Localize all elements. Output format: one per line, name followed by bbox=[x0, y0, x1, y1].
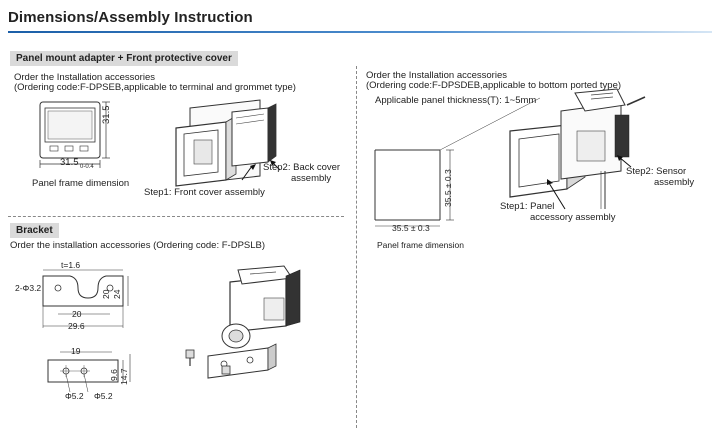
panel-mount-dim-height: 31.5 bbox=[101, 105, 112, 125]
bottom-port-step2-line1: Step2: Sensor bbox=[626, 166, 687, 177]
bottom-port-dim-width: 35.5 ± 0.3 bbox=[392, 223, 430, 233]
bracket-side-view bbox=[47, 351, 131, 393]
bottom-port-order-line2: (Ordering code:F-DPSDEB,applicable to bo… bbox=[366, 80, 622, 91]
bracket-dim-29-6: 29.6 bbox=[68, 321, 85, 331]
panel-mount-frame-label: Panel frame dimension bbox=[32, 178, 130, 189]
bracket-dim-19: 19 bbox=[71, 346, 81, 356]
section-tag-bracket: Bracket bbox=[10, 223, 59, 238]
bottom-port-step1-line2: accessory assembly bbox=[530, 212, 616, 223]
panel-mount-order-line2: (Ordering code:F-DPSEB,applicable to ter… bbox=[14, 82, 296, 93]
section-divider-horizontal bbox=[8, 216, 344, 217]
panel-mount-dim-tolerance: 0-0.4 bbox=[80, 164, 94, 170]
bracket-hole-left: Φ5.2 bbox=[65, 391, 84, 401]
bracket-top-view bbox=[42, 269, 129, 328]
panel-mount-step1: Step1: Front cover assembly bbox=[144, 187, 265, 198]
bottom-port-panel-frame bbox=[374, 97, 541, 227]
bottom-port-assembly-drawing bbox=[509, 88, 646, 210]
panel-mount-adapter-drawing bbox=[175, 99, 281, 187]
bottom-port-frame-label: Panel frame dimension bbox=[377, 240, 464, 250]
bracket-dim-20h: 20 bbox=[72, 309, 82, 319]
bracket-dim-20v: 20 bbox=[101, 289, 111, 299]
bottom-port-order-line1: Order the Installation accessories bbox=[366, 70, 507, 81]
panel-mount-step2-line2: assembly bbox=[291, 173, 332, 184]
section-tag-panel-mount: Panel mount adapter + Front protective c… bbox=[10, 51, 238, 66]
bracket-dim-24v: 24 bbox=[112, 289, 122, 299]
section-divider-vertical bbox=[356, 66, 357, 428]
bracket-dim-14-7: 14.7 bbox=[119, 368, 129, 385]
panel-front-view bbox=[39, 101, 110, 168]
bottom-port-step2-line2: assembly bbox=[654, 177, 695, 188]
bottom-port-thickness: Applicable panel thickness(T): 1~5mm bbox=[375, 95, 537, 106]
title-rule bbox=[8, 31, 712, 33]
panel-mount-dim-width: 31.5 bbox=[60, 157, 79, 168]
panel-mount-step2-line1: Step2: Back cover bbox=[263, 162, 341, 173]
bottom-port-step1-line1: Step1: Panel bbox=[500, 201, 555, 212]
bracket-hole-label: 2-Φ3.2 bbox=[15, 283, 42, 293]
bracket-hole-right: Φ5.2 bbox=[94, 391, 113, 401]
page-title: Dimensions/Assembly Instruction bbox=[8, 9, 253, 26]
panel-mount-order-line1: Order the Installation accessories bbox=[14, 72, 155, 83]
bracket-thickness: t=1.6 bbox=[61, 260, 81, 270]
bottom-port-dim-height: 35.5 ± 0.3 bbox=[443, 169, 453, 207]
bracket-order-line: Order the installation accessories (Orde… bbox=[10, 240, 266, 251]
bracket-assembly-drawing bbox=[185, 265, 301, 379]
